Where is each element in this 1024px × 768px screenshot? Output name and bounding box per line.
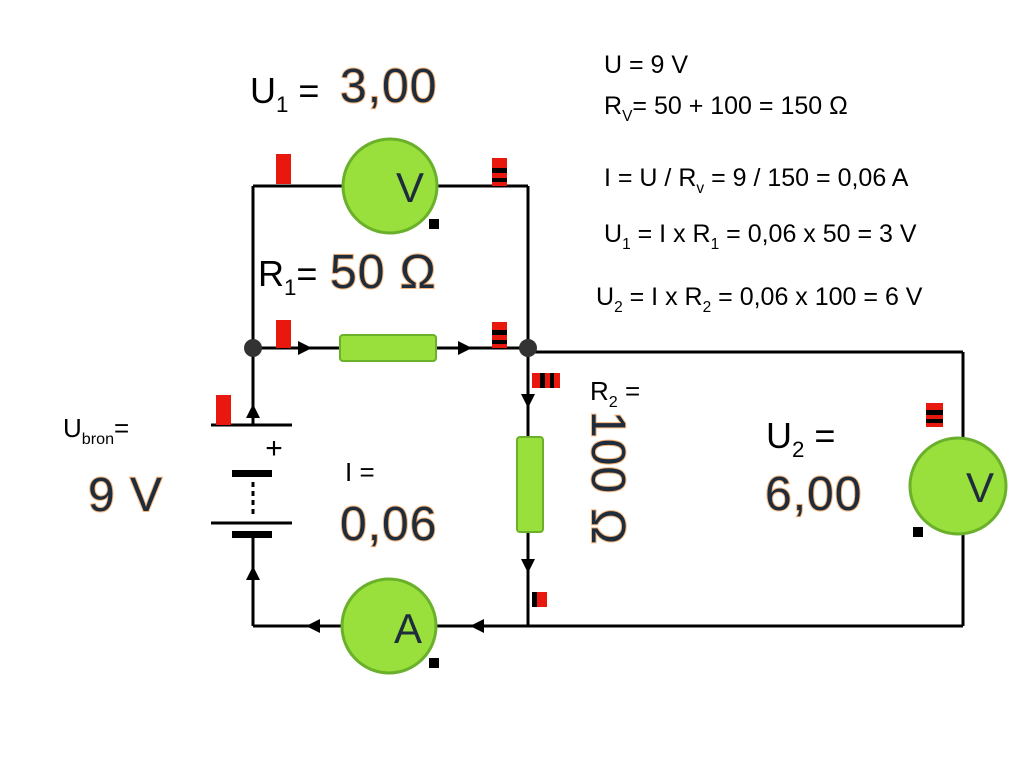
label-r2: R2 =	[590, 376, 640, 411]
voltmeter-right-body	[908, 436, 1008, 536]
arrow-left-up-2	[246, 566, 260, 580]
arrow-r1-in	[298, 341, 312, 355]
calc-line-i: I = U / Rv = 9 / 150 = 0,06 A	[604, 164, 909, 197]
arrow-bottom-1	[306, 619, 320, 633]
arrow-bottom-2	[470, 619, 484, 633]
calc-line-u: U = 9 V	[604, 51, 688, 79]
probe-top-right	[492, 158, 507, 186]
readout-r2: 100 Ω	[581, 411, 634, 545]
voltmeter-top-body	[341, 137, 439, 235]
label-r1: R1=	[258, 253, 317, 300]
probe-terminals	[216, 154, 943, 607]
junction-right	[519, 339, 537, 357]
readout-current: 0,06	[340, 498, 437, 551]
probe-r1-right	[492, 322, 507, 348]
readout-u1: 3,00	[340, 60, 437, 113]
ammeter: A	[340, 577, 439, 675]
battery: +	[211, 423, 292, 538]
ammeter-body	[340, 577, 438, 675]
arrow-left-up-1	[246, 404, 260, 418]
probe-r1-left	[276, 320, 291, 348]
probe-u2	[926, 403, 943, 427]
current-arrows	[246, 341, 535, 633]
battery-plus-sign: +	[265, 432, 283, 465]
resistor-r1	[339, 334, 437, 362]
voltmeter-right-com-terminal	[913, 527, 923, 537]
voltmeter-right-symbol: V	[966, 464, 994, 511]
readout-r1: 50 Ω	[330, 246, 437, 299]
arrow-r2-down-2	[521, 559, 535, 573]
wires	[251, 184, 965, 628]
calculations-block: U = 9 V RV= 50 + 100 = 150 Ω I = U / Rv …	[596, 51, 923, 316]
voltmeter-right: V	[908, 436, 1008, 537]
label-current: I =	[345, 457, 375, 487]
battery-plate-short-2	[232, 531, 272, 538]
arrow-r1-out	[458, 341, 472, 355]
calc-line-u2: U2 = I x R2 = 0,06 x 100 = 6 V	[596, 283, 923, 316]
probe-r2-bottom	[532, 592, 547, 607]
voltmeter-top: V	[341, 137, 439, 235]
voltmeter-top-com-terminal	[429, 219, 439, 229]
readout-source: 9 V	[88, 469, 163, 522]
ammeter-symbol: A	[394, 605, 422, 652]
voltmeter-top-symbol: V	[396, 164, 424, 211]
calc-line-rv: RV= 50 + 100 = 150 Ω	[604, 92, 848, 125]
ammeter-com-terminal	[429, 658, 439, 668]
probe-battery	[216, 395, 231, 425]
label-u2: U2 =	[766, 415, 835, 462]
battery-plate-short-1	[232, 470, 272, 477]
probe-r2-top	[532, 373, 560, 388]
resistor-r2	[516, 436, 544, 533]
readout-u2: 6,00	[765, 468, 862, 521]
junction-left	[244, 339, 262, 357]
calc-line-u1: U1 = I x R1 = 0,06 x 50 = 3 V	[604, 220, 917, 253]
label-ubron: Ubron=	[63, 413, 129, 448]
arrow-r2-down-1	[521, 394, 535, 408]
label-u1: U1 =	[250, 70, 319, 117]
probe-top-left	[276, 154, 291, 184]
